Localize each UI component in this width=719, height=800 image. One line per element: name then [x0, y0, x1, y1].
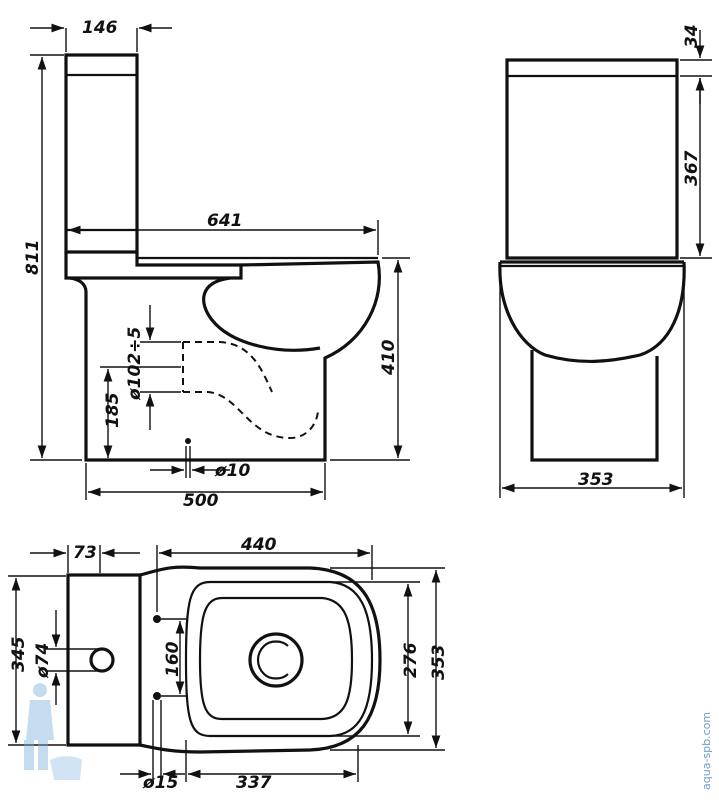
side-view [64, 53, 381, 462]
side-dimensions [30, 23, 410, 500]
dim-seat-width: 276 [401, 642, 421, 678]
dim-base-length: 500 [183, 491, 219, 511]
plumber-logo-icon [24, 683, 82, 780]
top-view [66, 565, 382, 754]
dim-outlet-diameter: ø102÷5 [125, 327, 145, 401]
dim-inlet-diameter: ø74 [33, 643, 53, 679]
dim-tank-depth: 73 [73, 543, 97, 563]
dim-fixing-spacing: 160 [163, 641, 183, 677]
dim-bowl-height: 410 [379, 339, 399, 376]
dim-tank-height: 367 [682, 150, 702, 186]
dim-total-depth: 641 [207, 211, 243, 231]
dim-bowl-length: 440 [240, 535, 277, 555]
side-dimension-labels: 146 641 811 410 ø102÷5 185 ø10 500 [23, 18, 399, 511]
front-view [498, 58, 686, 462]
front-dimension-labels: 34 367 353 [578, 24, 702, 490]
dim-hole-diameter: ø10 [214, 461, 251, 481]
top-dimension-labels: 73 440 345 ø74 160 276 353 ø15 337 [9, 535, 449, 793]
dim-tank-offset: 345 [9, 637, 29, 673]
dim-total-height: 811 [23, 240, 43, 276]
front-dimensions [499, 30, 712, 498]
dim-fixing-hole-diameter: ø15 [142, 773, 178, 793]
dim-tank-width: 146 [82, 18, 118, 38]
dim-lid-thickness: 34 [682, 24, 702, 48]
dim-total-width: 353 [429, 645, 449, 681]
dim-seat-length: 337 [236, 773, 272, 793]
dim-front-width: 353 [578, 470, 614, 490]
watermark-text: aqua-spb.com [700, 712, 713, 790]
top-dimensions [8, 545, 445, 782]
dim-outlet-height: 185 [103, 393, 123, 429]
